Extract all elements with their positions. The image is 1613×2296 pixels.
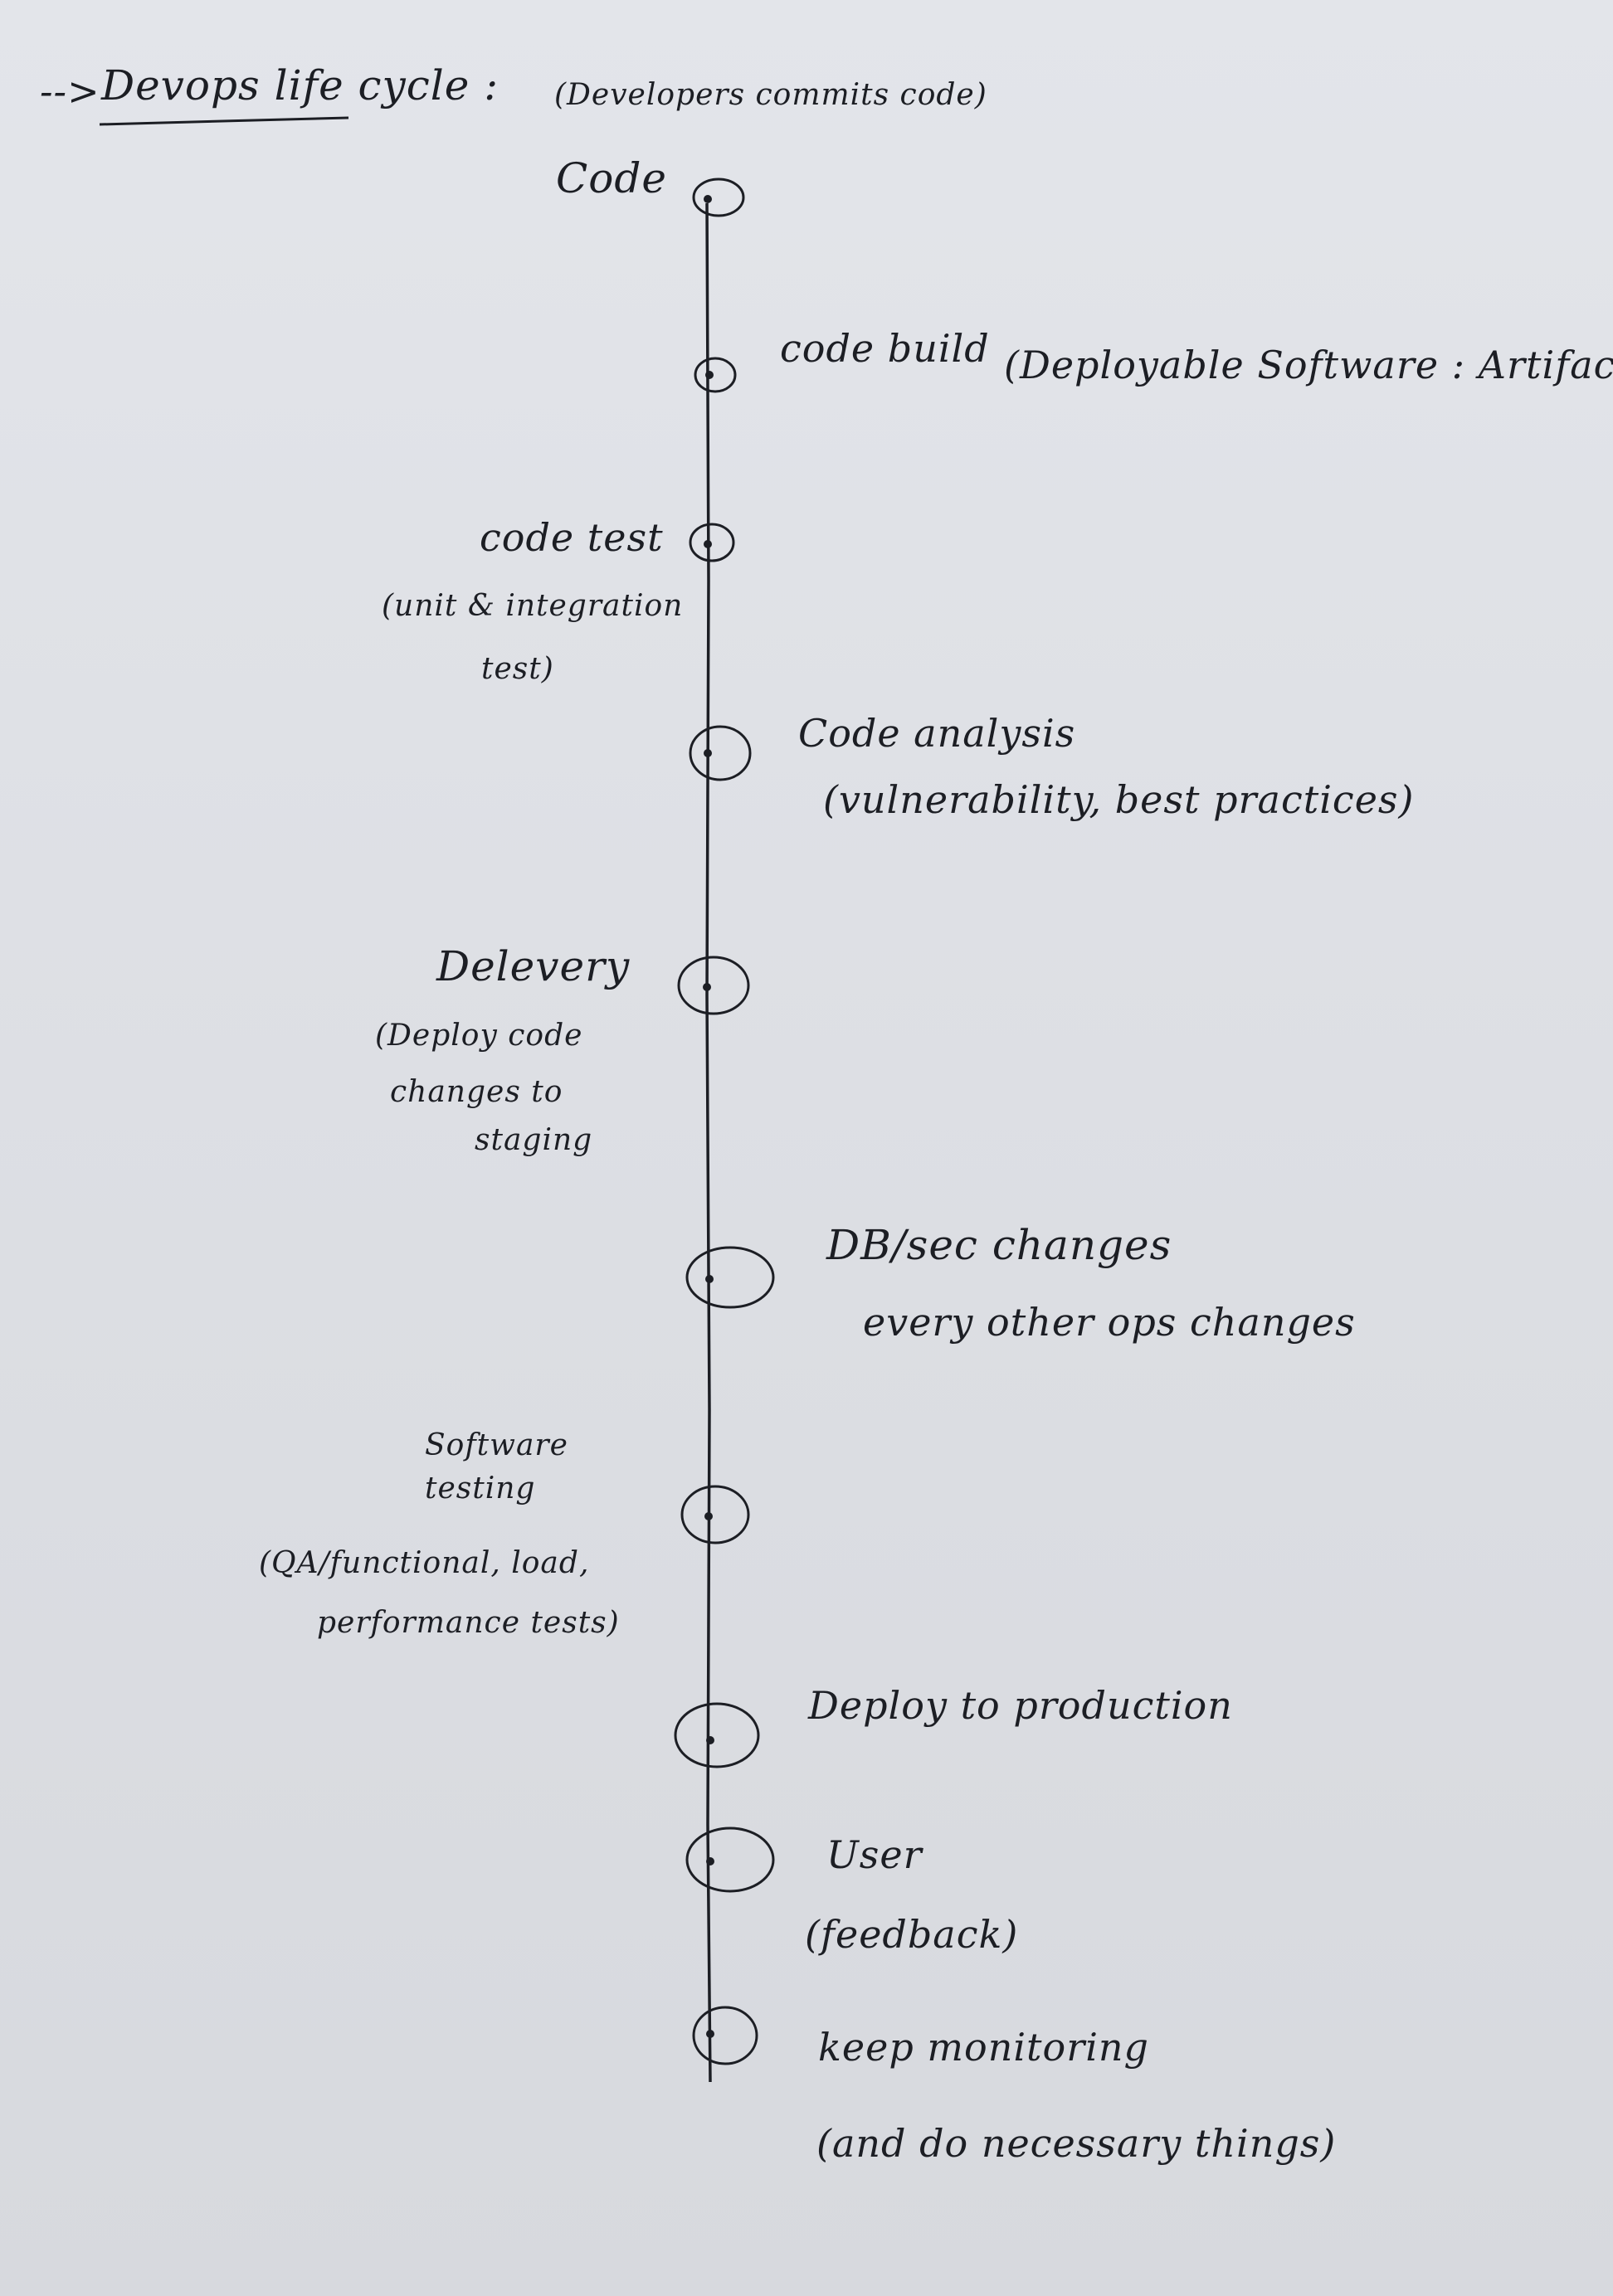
- deploy-production-label: Deploy to production: [808, 1683, 1233, 1728]
- code-analysis-label: Code analysis: [798, 711, 1076, 756]
- monitoring-label: keep monitoring: [818, 2025, 1149, 2070]
- title-arrow: -->: [40, 69, 100, 114]
- user-label: User: [826, 1832, 923, 1877]
- software-testing-note-line2: performance tests): [317, 1606, 620, 1640]
- delivery-note-line1: (Deploy code: [375, 1019, 583, 1053]
- code-analysis-note: (vulnerability, best practices): [823, 777, 1415, 822]
- code-test-note-line2: test): [481, 652, 554, 686]
- delivery-label: Delevery: [436, 942, 631, 990]
- delivery-note-line2: changes to: [390, 1075, 563, 1109]
- node-code-analysis: [689, 725, 752, 781]
- code-test-note-line1: (unit & integration: [382, 589, 684, 623]
- node-monitoring: [692, 2006, 758, 2065]
- node-delivery: [677, 956, 750, 1015]
- code-top-note: (Developers commits code): [554, 78, 987, 112]
- node-deploy-production: [674, 1702, 760, 1768]
- timeline-spine: [705, 202, 712, 2083]
- delivery-note-line3: staging: [475, 1123, 593, 1157]
- node-code-test: [689, 523, 735, 562]
- software-testing-label-line1: Software: [425, 1428, 568, 1462]
- db-sec-changes-note: every other ops changes: [863, 1300, 1356, 1345]
- user-note: (feedback): [805, 1912, 1019, 1957]
- node-code: [692, 178, 745, 217]
- node-code-build: [694, 357, 737, 393]
- node-software-testing: [680, 1485, 750, 1544]
- code-build-note: (Deployable Software : Artifact): [1004, 343, 1613, 387]
- code-label: Code: [556, 154, 667, 202]
- page-title: Devops life cycle :: [101, 61, 499, 109]
- title-underline: [99, 116, 349, 126]
- software-testing-label-line2: testing: [425, 1471, 536, 1506]
- db-sec-changes-label: DB/sec changes: [826, 1221, 1172, 1269]
- node-user: [685, 1827, 775, 1893]
- software-testing-note-line1: (QA/functional, load,: [259, 1546, 590, 1580]
- code-test-label: code test: [480, 515, 664, 560]
- node-db-sec-changes: [685, 1246, 775, 1309]
- monitoring-note: (and do necessary things): [816, 2121, 1337, 2166]
- code-build-label: code build: [780, 326, 990, 371]
